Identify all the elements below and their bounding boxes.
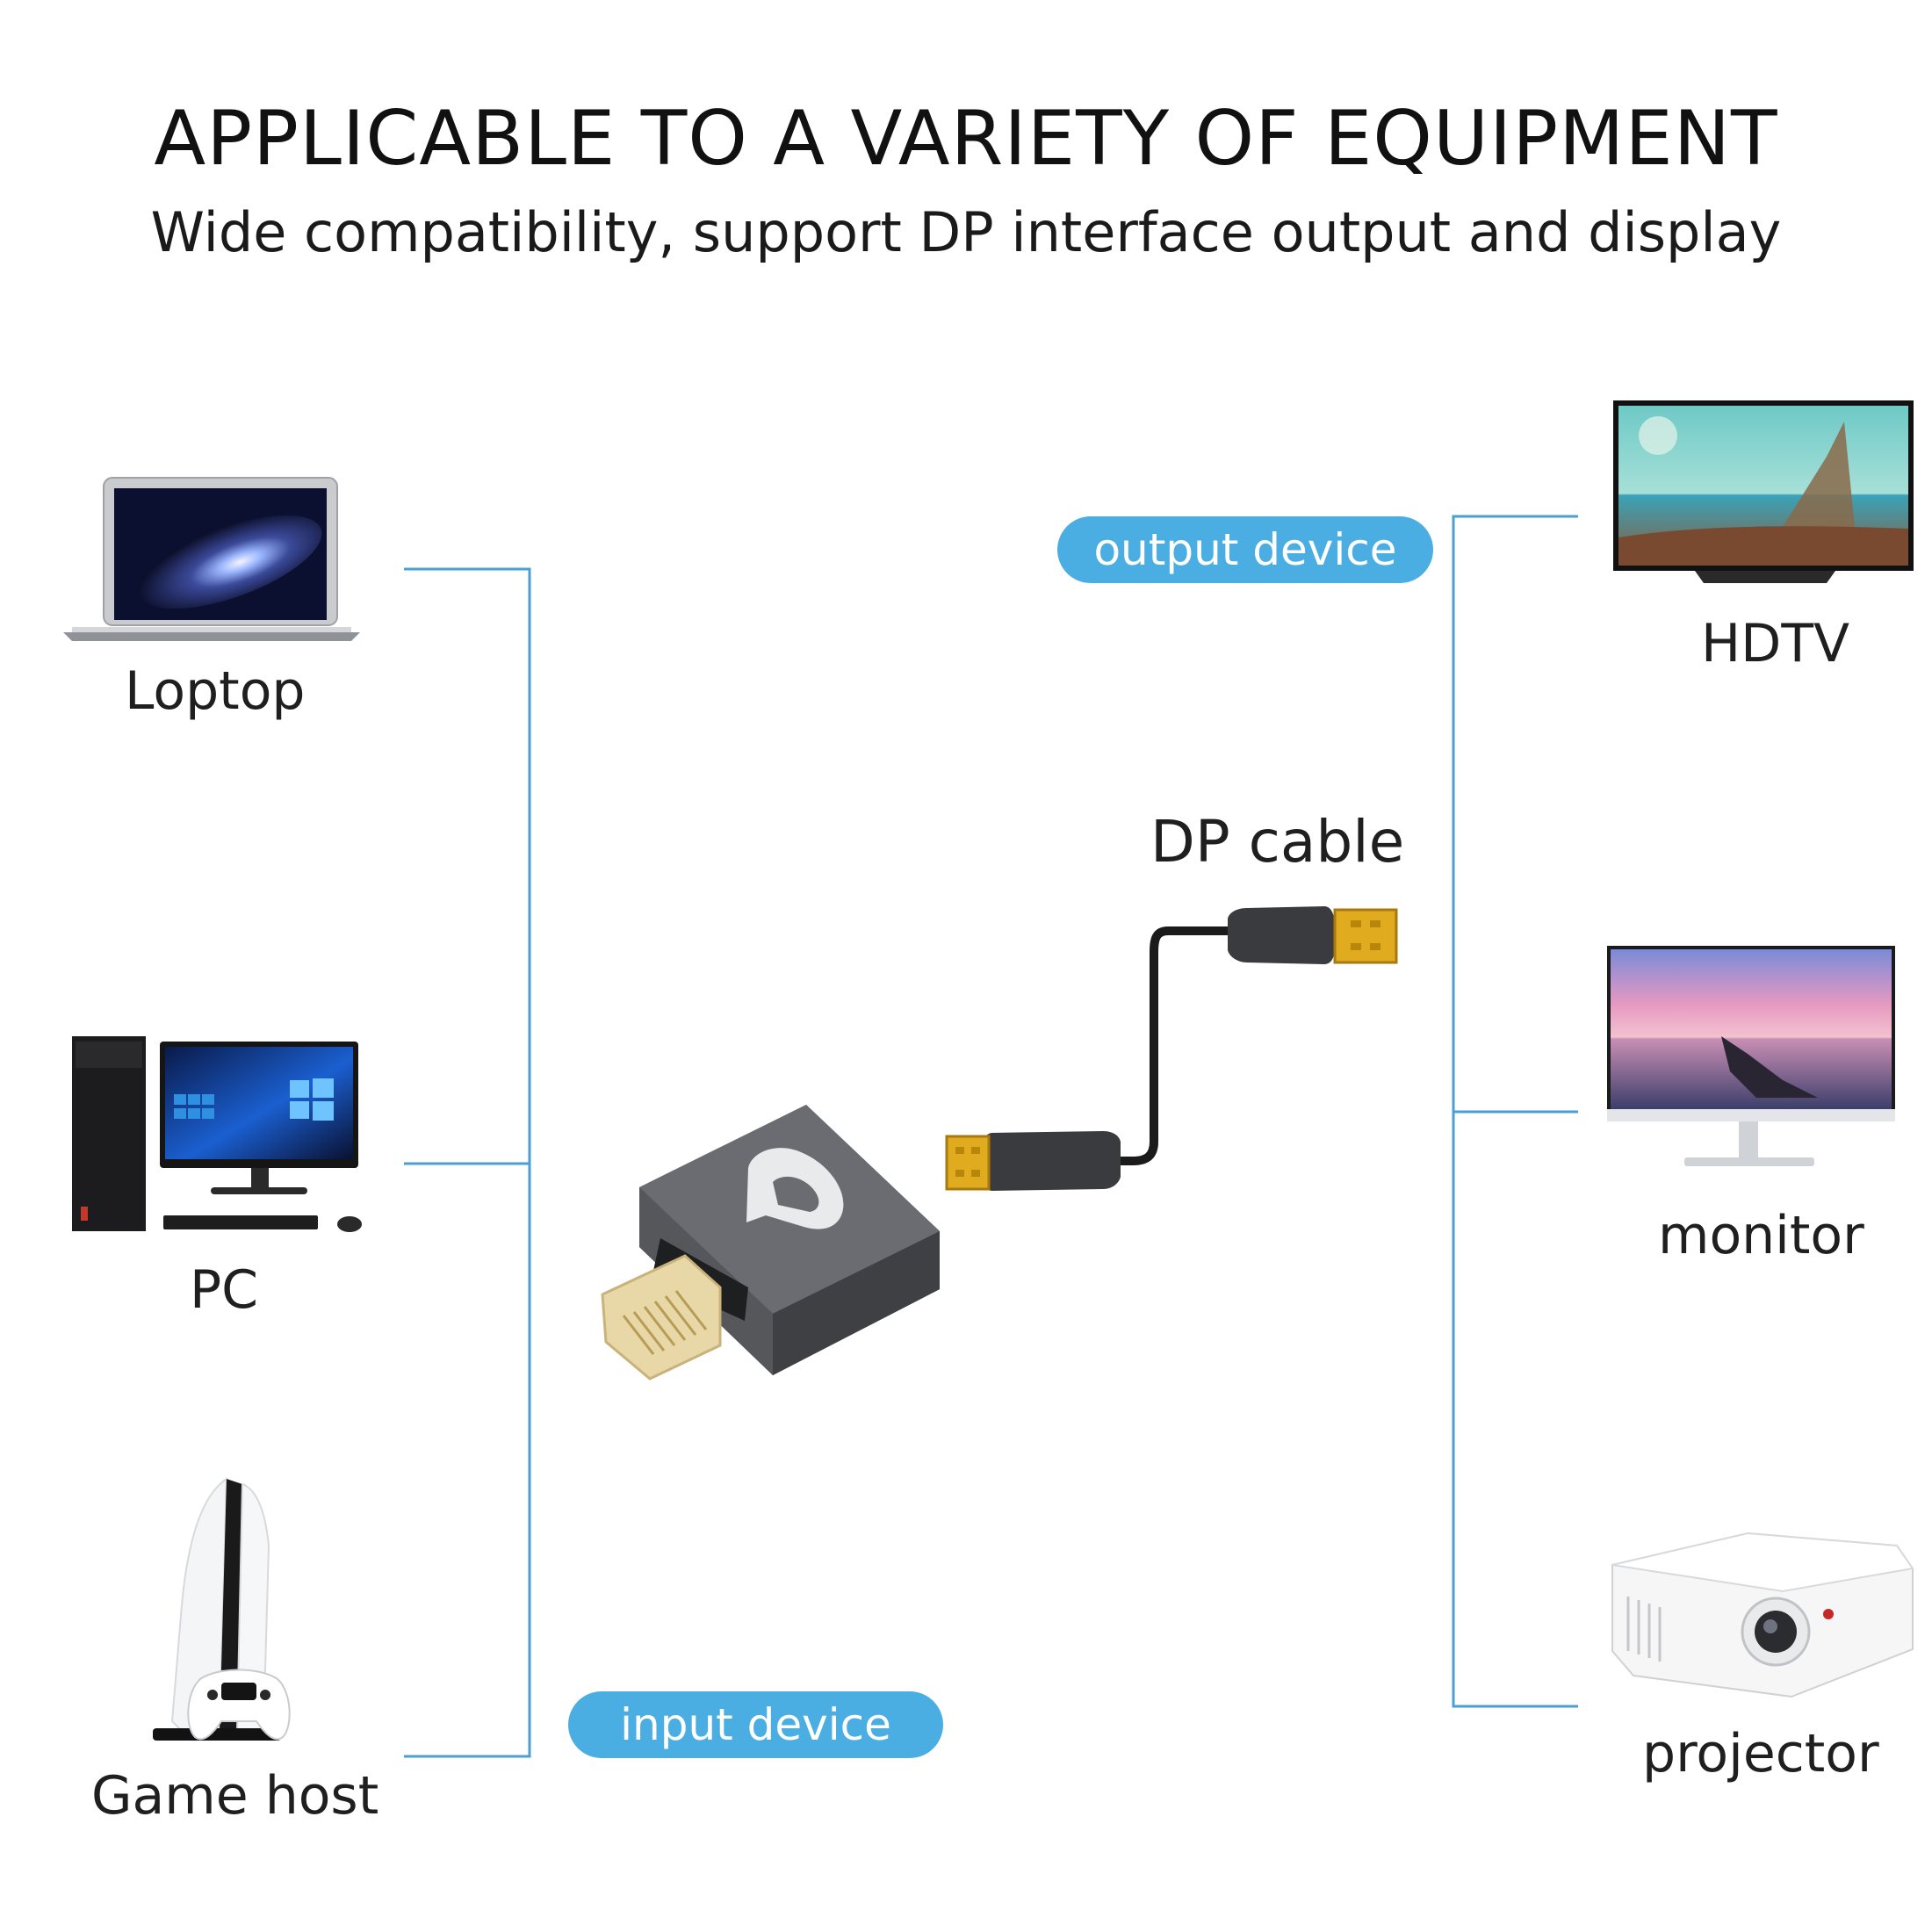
input-device-badge: input device xyxy=(568,1691,943,1758)
page-subtitle: Wide compatibility, support DP interface… xyxy=(150,200,1782,264)
output-device-badge: output device xyxy=(1057,516,1433,583)
dp-cable-label: DP cable xyxy=(1150,808,1405,876)
input-device-label-laptop: Loptop xyxy=(125,660,306,722)
output-device-label-hdtv: HDTV xyxy=(1701,613,1850,674)
input-device-label-game-host: Game host xyxy=(91,1765,379,1827)
input-device-label-pc: PC xyxy=(190,1259,259,1321)
output-device-label-monitor: monitor xyxy=(1658,1205,1864,1266)
output-device-label-projector: projector xyxy=(1642,1723,1879,1784)
page-title: APPLICABLE TO A VARIETY OF EQUIPMENT xyxy=(154,95,1778,183)
